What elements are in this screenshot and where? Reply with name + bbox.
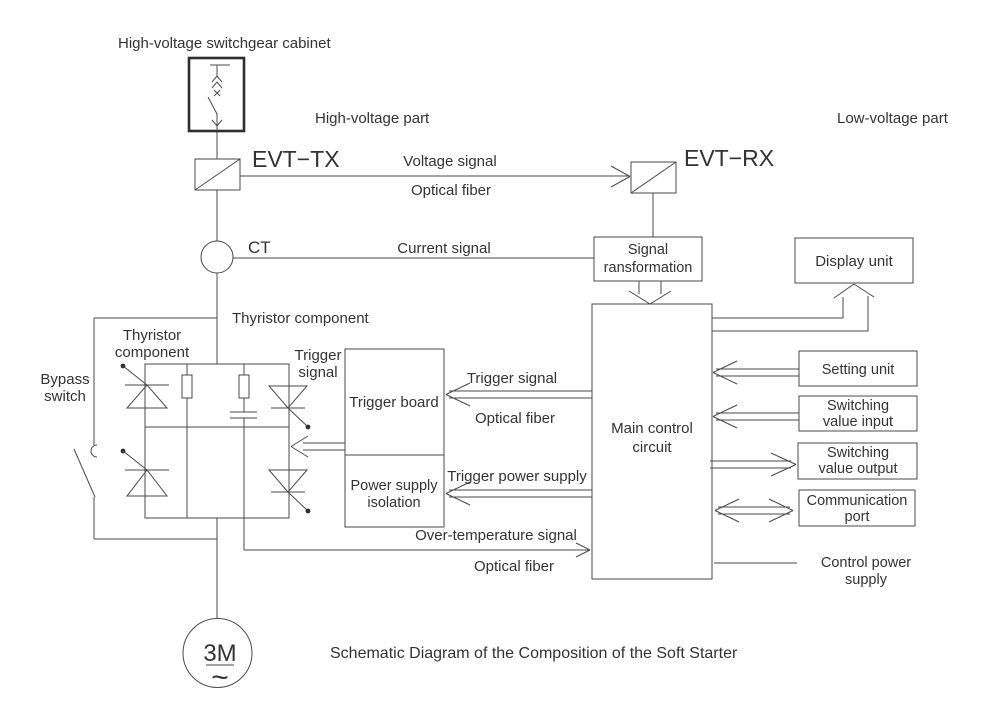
over-temp-fiber-label: Optical fiber (474, 558, 554, 575)
ct-label: CT (248, 238, 271, 257)
thyristor-box (144, 363, 290, 519)
current-signal-label: Current signal (397, 240, 490, 257)
thyristor-inner-line2: component (115, 344, 190, 361)
high-voltage-part-label: High-voltage part (315, 110, 430, 127)
trigger-signal-label: Trigger signal (467, 370, 557, 387)
thyristor-left-top (120, 363, 169, 409)
signal-to-main-arrow (628, 281, 672, 305)
main-control-line1: Main control (611, 420, 693, 437)
trigger-power-label: Trigger power supply (447, 468, 587, 485)
over-temperature-arrow (243, 518, 591, 558)
voltage-signal-label: Voltage signal (403, 153, 496, 170)
switching-output-line1: Switching (827, 445, 889, 461)
bypass-switch-symbol (73, 317, 217, 540)
setting-unit-arrow (712, 360, 799, 385)
power-isolation-line1: Power supply (350, 478, 438, 494)
display-unit-box (794, 237, 914, 284)
ct-symbol (200, 240, 594, 274)
communication-port-line1: Communication (807, 493, 908, 509)
over-temperature-label: Over-temperature signal (415, 527, 577, 544)
power-isolation-line2: isolation (367, 495, 420, 511)
gate-trigger-arrow (290, 435, 345, 458)
bypass-switch-line2: switch (44, 388, 86, 405)
motor-label: 3M (203, 640, 236, 667)
trigger-power-arrow (445, 481, 592, 506)
diagram-caption: Schematic Diagram of the Composition of … (330, 645, 738, 662)
thyristor-right-bottom (267, 469, 311, 514)
control-power-line1: Control power (821, 555, 911, 571)
communication-port-line2: port (845, 509, 870, 525)
signal-transformation-line1: Signal (628, 242, 668, 258)
switching-input-line1: Switching (827, 398, 889, 414)
control-power-line2: supply (845, 572, 888, 588)
signal-transformation-line2: ransformation (604, 260, 693, 276)
communication-port-box (798, 489, 916, 527)
main-control-line2: circuit (632, 439, 672, 456)
evt-rx-label: EVT−RX (684, 145, 774, 171)
motor-symbol (182, 618, 253, 688)
evt-tx-symbol (194, 158, 241, 191)
switching-input-arrow (712, 404, 799, 429)
display-unit-label: Display unit (815, 253, 893, 270)
switching-output-arrow (710, 452, 797, 477)
trigger-fiber-label: Optical fiber (475, 410, 555, 427)
gate-trigger-line1: Trigger (295, 347, 342, 364)
switching-value-output-box (797, 442, 918, 480)
trigger-signal-arrow (445, 382, 592, 407)
trigger-board-label: Trigger board (349, 394, 439, 411)
voltage-fiber-label: Optical fiber (411, 182, 491, 199)
communication-port-arrow (714, 498, 794, 523)
bypass-switch-line1: Bypass (40, 371, 89, 388)
thyristor-right-top (267, 385, 311, 430)
evt-rx-symbol (630, 161, 677, 237)
thyristor-left-bottom (120, 448, 169, 497)
evt-tx-label: EVT−TX (252, 146, 340, 172)
low-voltage-part-label: Low-voltage part (837, 110, 949, 127)
gate-trigger-line2: signal (298, 364, 337, 381)
main-control-box (591, 303, 713, 580)
setting-unit-label: Setting unit (822, 362, 895, 378)
power-isolation-box (344, 454, 445, 528)
cabinet-label: High-voltage switchgear cabinet (118, 35, 331, 52)
thyristor-inner-line1: Thyristor (123, 327, 181, 344)
voltage-signal-arrow (240, 165, 631, 188)
switching-input-line2: value input (823, 414, 893, 430)
main-to-display-arrow (712, 283, 875, 332)
motor-phase-symbol: ~ (211, 661, 229, 694)
signal-transformation-box (593, 236, 703, 282)
switchgear-cabinet-symbol (187, 56, 246, 133)
thyristor-outer-label: Thyristor component (232, 310, 370, 327)
switching-output-line2: value output (818, 461, 897, 477)
